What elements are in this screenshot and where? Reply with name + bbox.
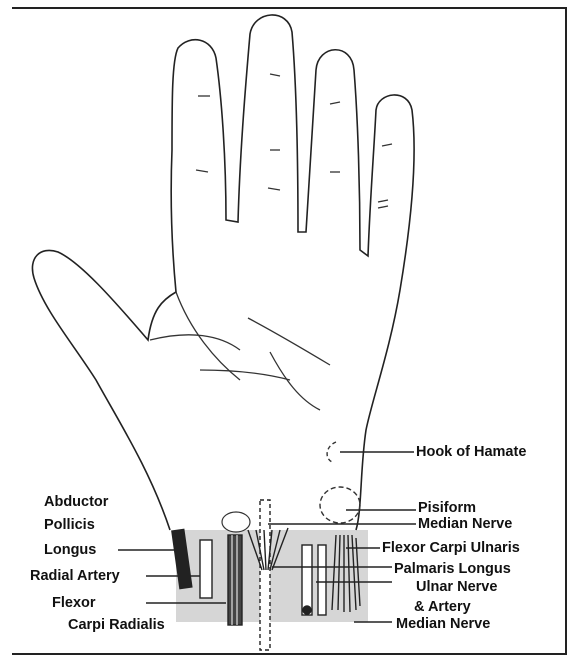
carpal-oval — [222, 512, 250, 532]
label-abductor-line1: Abductor — [44, 495, 108, 510]
label-ulnar-nerve-line1: Ulnar Nerve — [416, 580, 497, 595]
label-fcr-line1: Flexor — [52, 596, 96, 611]
label-hook-of-hamate: Hook of Hamate — [416, 445, 526, 460]
label-flexor-carpi-ulnaris: Flexor Carpi Ulnaris — [382, 541, 520, 556]
label-abductor-line3: Longus — [44, 543, 96, 558]
label-median-nerve-lower: Median Nerve — [396, 617, 490, 632]
label-palmaris-longus: Palmaris Longus — [394, 562, 511, 577]
label-fcr-line2: Carpi Radialis — [68, 618, 165, 633]
label-pisiform: Pisiform — [418, 501, 476, 516]
label-radial-artery: Radial Artery — [30, 569, 120, 584]
label-abductor-line2: Pollicis — [44, 518, 95, 533]
label-ulnar-nerve-line2: & Artery — [414, 600, 471, 615]
label-median-nerve-upper: Median Nerve — [418, 517, 512, 532]
